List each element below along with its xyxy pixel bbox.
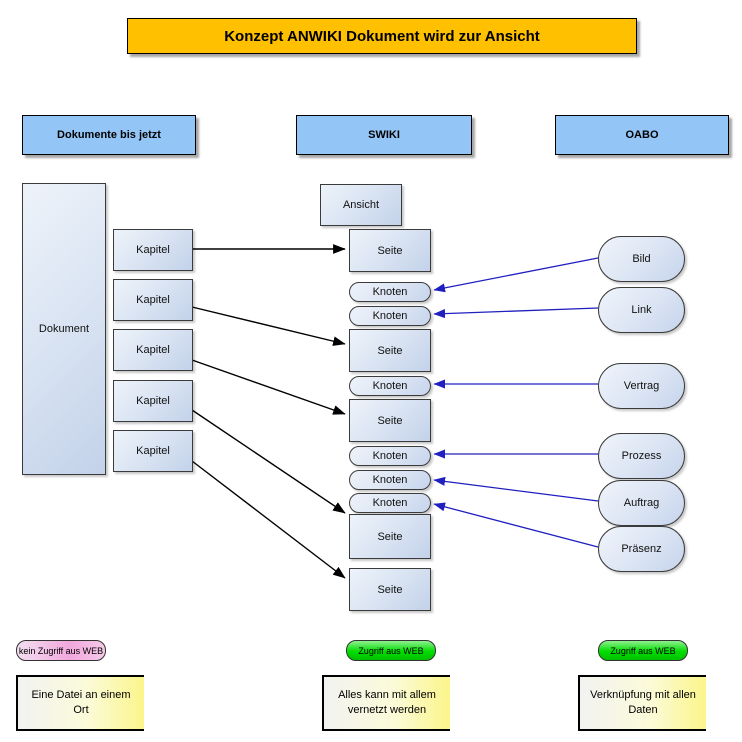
status-badge-web-access-oabo: Zugriff aus WEB (598, 640, 688, 661)
page-title: Konzept ANWIKI Dokument wird zur Ansicht (127, 18, 637, 54)
chapter-box-1[interactable]: Kapitel (113, 229, 193, 271)
node-pill-1[interactable]: Knoten (349, 282, 431, 302)
note-link-all-data: Verknüpfung mit allen Daten (578, 675, 706, 731)
object-oval-bild[interactable]: Bild (598, 236, 685, 282)
column-header-swiki: SWIKI (296, 115, 472, 155)
status-badge-no-web-access: kein Zugriff aus WEB (16, 640, 106, 661)
object-oval-prozess[interactable]: Prozess (598, 433, 685, 479)
chapter-box-2[interactable]: Kapitel (113, 279, 193, 321)
note-everything-linked: Alles kann mit allem vernetzt werden (322, 675, 450, 731)
object-oval-link[interactable]: Link (598, 287, 685, 333)
page-box-2[interactable]: Seite (349, 329, 431, 372)
node-pill-6[interactable]: Knoten (349, 493, 431, 513)
column-header-oabo: OABO (555, 115, 729, 155)
node-pill-5[interactable]: Knoten (349, 470, 431, 490)
note-single-file: Eine Datei an einem Ort (16, 675, 144, 731)
column-header-documents: Dokumente bis jetzt (22, 115, 196, 155)
object-oval-auftrag[interactable]: Auftrag (598, 480, 685, 526)
status-badge-web-access-swiki: Zugriff aus WEB (346, 640, 436, 661)
node-pill-3[interactable]: Knoten (349, 376, 431, 396)
node-pill-4[interactable]: Knoten (349, 446, 431, 466)
page-box-3[interactable]: Seite (349, 399, 431, 442)
page-box-5[interactable]: Seite (349, 568, 431, 611)
node-pill-2[interactable]: Knoten (349, 306, 431, 326)
document-box[interactable]: Dokument (22, 183, 106, 475)
view-box[interactable]: Ansicht (320, 184, 402, 226)
chapter-box-4[interactable]: Kapitel (113, 380, 193, 422)
object-oval-vertrag[interactable]: Vertrag (598, 363, 685, 409)
chapter-box-3[interactable]: Kapitel (113, 329, 193, 371)
chapter-box-5[interactable]: Kapitel (113, 430, 193, 472)
page-box-4[interactable]: Seite (349, 514, 431, 559)
page-box-1[interactable]: Seite (349, 229, 431, 272)
object-oval-praesenz[interactable]: Präsenz (598, 526, 685, 572)
